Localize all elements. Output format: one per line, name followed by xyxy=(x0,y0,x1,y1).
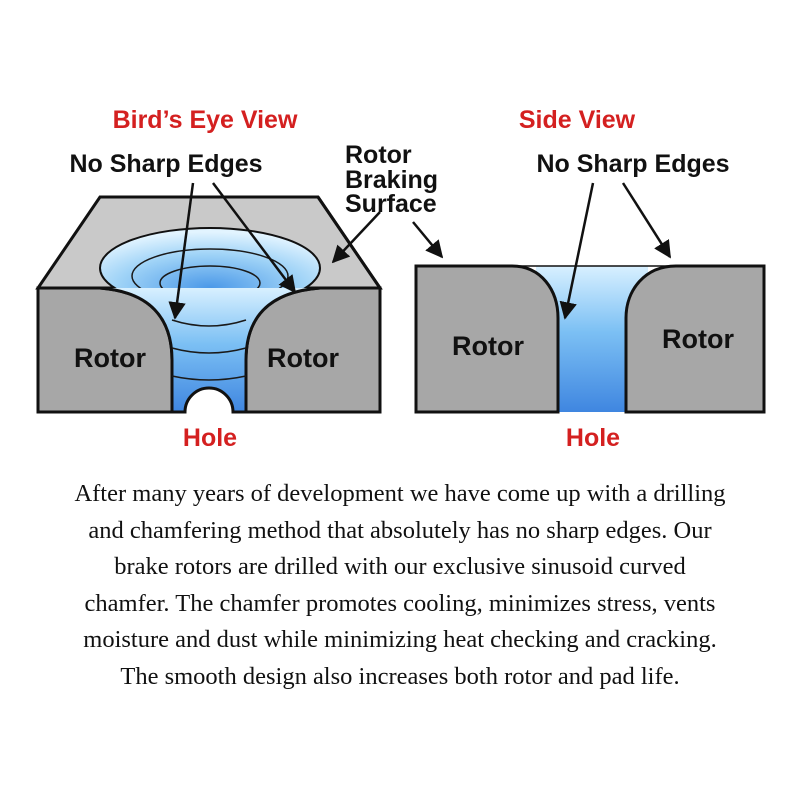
description-line: chamfer. The chamfer promotes cooling, m… xyxy=(84,589,716,617)
side-view-no-sharp-edges: No Sharp Edges xyxy=(536,150,729,178)
description-paragraph: After many years of development we have … xyxy=(20,476,780,695)
side-rotor-right: Rotor xyxy=(662,324,734,354)
rotor-chamfer-diagram: Bird’s Eye View No Sharp Edges Rotor Bra… xyxy=(35,106,766,452)
birds-eye-view: Bird’s Eye View No Sharp Edges Rotor Bra… xyxy=(35,106,438,452)
birds-eye-no-sharp-edges: No Sharp Edges xyxy=(69,150,262,178)
description-line: moisture and dust while minimizing heat … xyxy=(83,626,717,653)
birds-eye-title: Bird’s Eye View xyxy=(113,106,298,134)
braking-surface-label-3: Surface xyxy=(345,190,437,218)
side-arrow-left-edge xyxy=(412,221,444,259)
arrow-no-sharp-edges-1 xyxy=(168,182,195,320)
description-line: The smooth design also increases both ro… xyxy=(120,662,680,690)
description-line: brake rotors are drilled with our exclus… xyxy=(114,553,686,580)
drilled-hole xyxy=(100,288,320,412)
side-view-hole: Hole xyxy=(566,424,620,452)
side-arrow-center xyxy=(559,182,595,320)
description-line: and chamfering method that absolutely ha… xyxy=(88,516,712,544)
braking-surface-label-1: Rotor xyxy=(345,141,412,169)
side-view: Side View No Sharp Edges Rotor Rotor Hol… xyxy=(412,106,766,452)
birds-eye-rotor-left: Rotor xyxy=(74,343,146,373)
side-arrow-right-edge xyxy=(621,182,672,259)
side-view-title: Side View xyxy=(519,106,636,134)
birds-eye-rotor-right: Rotor xyxy=(267,343,339,373)
birds-eye-hole: Hole xyxy=(183,424,237,452)
side-rotor-left: Rotor xyxy=(452,331,524,361)
braking-surface-label-2: Braking xyxy=(345,166,438,194)
arrow-no-sharp-edges-2 xyxy=(212,182,297,294)
description-line: After many years of development we have … xyxy=(74,480,726,507)
arrow-braking-surface xyxy=(331,211,381,264)
